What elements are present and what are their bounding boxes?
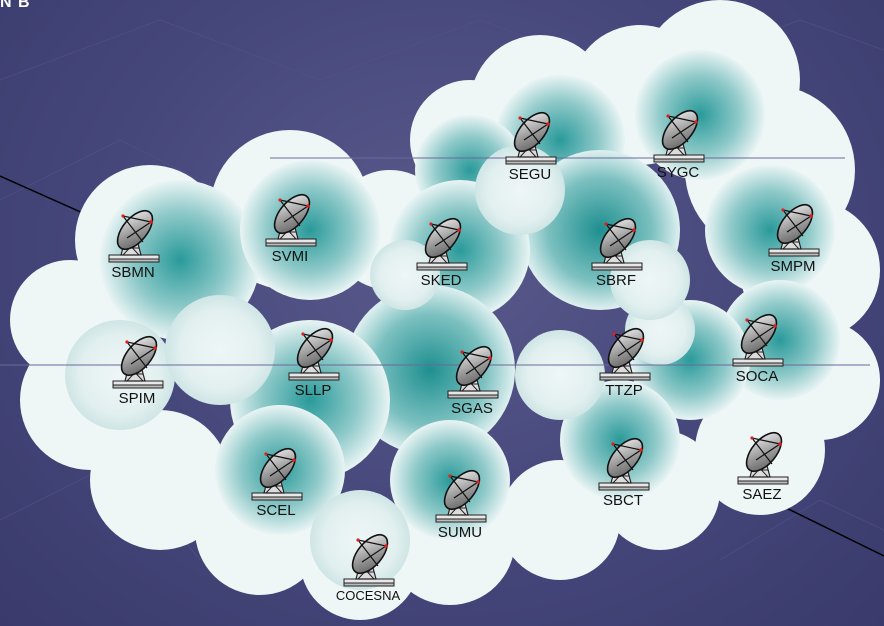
satellite-dish-icon: [584, 326, 664, 384]
station-label: SUMU: [420, 524, 500, 541]
station-cocesna[interactable]: COCESNA: [328, 532, 408, 603]
station-label: SMPM: [753, 258, 833, 275]
station-svmi[interactable]: SVMI: [250, 192, 330, 265]
station-label: SCEL: [236, 502, 316, 519]
station-label: SBCT: [583, 492, 663, 509]
station-sked[interactable]: SKED: [401, 216, 481, 289]
station-soca[interactable]: SOCA: [717, 312, 797, 385]
station-label: SVMI: [250, 248, 330, 265]
station-saez[interactable]: SAEZ: [722, 430, 802, 503]
satellite-dish-icon: [273, 326, 353, 384]
satellite-dish-icon: [420, 468, 500, 526]
station-label: SBRF: [576, 272, 656, 289]
satellite-dish-icon: [328, 532, 408, 590]
station-sbrf[interactable]: SBRF: [576, 216, 656, 289]
station-sumu[interactable]: SUMU: [420, 468, 500, 541]
station-segu[interactable]: SEGU: [490, 110, 570, 183]
satellite-dish-icon: [576, 216, 656, 274]
satellite-dish-icon: [250, 192, 330, 250]
station-label: SKED: [401, 272, 481, 289]
station-ttzp[interactable]: TTZP: [584, 326, 664, 399]
station-label: SAEZ: [722, 486, 802, 503]
corner-title: N B: [0, 0, 31, 12]
station-label: TTZP: [584, 382, 664, 399]
station-scel[interactable]: SCEL: [236, 446, 316, 519]
station-smpm[interactable]: SMPM: [753, 202, 833, 275]
station-label: COCESNA: [328, 588, 408, 603]
station-label: SYGC: [638, 164, 718, 181]
station-label: SBMN: [93, 264, 173, 281]
satellite-dish-icon: [490, 110, 570, 168]
station-label: SEGU: [490, 166, 570, 183]
satellite-dish-icon: [93, 208, 173, 266]
station-label: SGAS: [432, 400, 512, 417]
satellite-dish-icon: [753, 202, 833, 260]
station-label: SLLP: [273, 382, 353, 399]
satellite-dish-icon: [236, 446, 316, 504]
station-spim[interactable]: SPIM: [97, 334, 177, 407]
satellite-dish-icon: [97, 334, 177, 392]
station-sllp[interactable]: SLLP: [273, 326, 353, 399]
satellite-dish-icon: [583, 436, 663, 494]
station-sygc[interactable]: SYGC: [638, 108, 718, 181]
station-label: SPIM: [97, 390, 177, 407]
station-sbct[interactable]: SBCT: [583, 436, 663, 509]
station-sbmn[interactable]: SBMN: [93, 208, 173, 281]
satellite-dish-icon: [722, 430, 802, 488]
station-label: SOCA: [717, 368, 797, 385]
satellite-dish-icon: [717, 312, 797, 370]
station-sgas[interactable]: SGAS: [432, 344, 512, 417]
satellite-dish-icon: [638, 108, 718, 166]
satellite-dish-icon: [432, 344, 512, 402]
satellite-dish-icon: [401, 216, 481, 274]
